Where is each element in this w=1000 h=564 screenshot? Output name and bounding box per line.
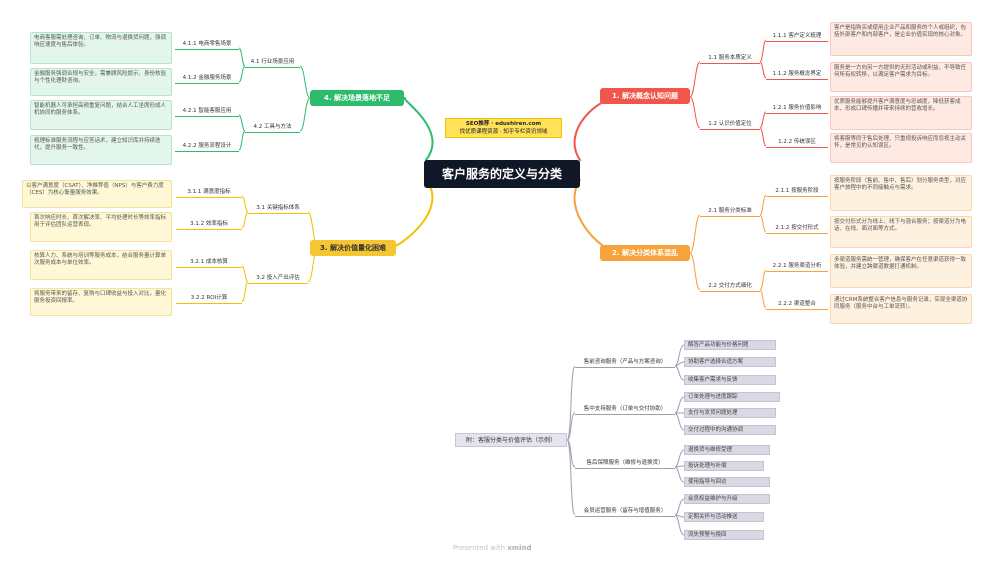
branch-1-2-1-note[interactable]: 优质服务能够提升客户满意度与忠诚度，降低获客成本，形成口碑传播并带来持续的营收增… [830, 96, 972, 130]
branch-1-1-1-note[interactable]: 客户是指购买或使用企业产品和服务的个人或组织，包括外部客户和内部客户，是企业价值… [830, 22, 972, 56]
branch-3-1-2-subtopic[interactable]: 3.1.2 效率指标 [176, 220, 242, 230]
branch-3-1-subtopic[interactable]: 3.1 关键指标体系 [248, 204, 308, 214]
branch-4-1-2-subtopic[interactable]: 4.1.2 金融服务场景 [175, 74, 239, 84]
promo-banner[interactable]: SEO推荐 · edushiren.com 找优质课程资源 · 知乎专栏资讯领域 [445, 118, 562, 138]
branch-4-2-1-subtopic[interactable]: 4.2.1 智能客服应用 [175, 107, 239, 117]
tree-category-3[interactable]: 售后保障服务（维修与退换货） [575, 459, 675, 469]
branch-1-1-1-subtopic[interactable]: 1.1.1 客户定义梳理 [766, 32, 828, 42]
branch-1-1-subtopic[interactable]: 1.1 服务本质定义 [700, 54, 760, 64]
branch-3-2-subtopic[interactable]: 3.2 投入产出评估 [248, 274, 308, 284]
tree-item[interactable]: 交付过程中的沟通协调 [684, 425, 776, 435]
banner-line-1: SEO推荐 · edushiren.com [465, 121, 542, 127]
branch-2-1-1-subtopic[interactable]: 2.1.1 按服务阶段 [766, 187, 828, 197]
branch-4-1-1-subtopic[interactable]: 4.1.1 电商零售场景 [175, 40, 239, 50]
tree-category-1[interactable]: 售前咨询服务（产品与方案咨询） [575, 358, 675, 368]
branch-2-1-2-subtopic[interactable]: 2.1.2 按交付形式 [766, 224, 828, 234]
branch-2-1-1-note[interactable]: 按服务阶段（售前、售中、售后）划分服务类型，对应客户旅程中的不同接触点与需求。 [830, 175, 972, 211]
branch-2-2-1-note[interactable]: 多渠道服务需统一管理，确保客户在任意渠道获得一致体验，并建立跨渠道数据打通机制。 [830, 254, 972, 288]
xmind-logo: xmind [507, 544, 532, 552]
branch-1-1-2-note[interactable]: 服务是一方向另一方提供的无形活动或利益，不导致任何所有权转移，以满足客户需求为目… [830, 62, 972, 92]
branch-1-topic[interactable]: 1. 解决概念认知问题 [600, 88, 690, 104]
branch-2-2-2-note[interactable]: 通过CRM系统整合客户信息与服务记录，实现全渠道协同服务（服务中台与工单流转）。 [830, 294, 972, 324]
branch-2-1-2-note[interactable]: 按交付形式分为线上、线下与混合服务；按渠道分为电话、在线、面对面等方式。 [830, 216, 972, 248]
branch-4-topic[interactable]: 4. 解决场景落地不足 [310, 90, 404, 106]
central-topic[interactable]: 客户服务的定义与分类 [424, 160, 580, 188]
tree-item[interactable]: 收集客户需求与反馈 [684, 375, 776, 385]
branch-4-2-1-note[interactable]: 智能机器人可承担高频重复问题，结合人工坐席形成人机协同的服务体系。 [30, 100, 172, 130]
tree-item[interactable]: 流失预警与挽回 [684, 530, 764, 540]
tree-item[interactable]: 投诉处理与补偿 [684, 461, 764, 471]
tree-item[interactable]: 订单处理与进度跟踪 [684, 392, 780, 402]
branch-3-1-2-note[interactable]: 首次响应时长、首次解决率、平均处理时长等效率指标用于评估团队运营表现。 [30, 212, 172, 242]
branch-2-2-subtopic[interactable]: 2.2 交付方式细化 [700, 282, 760, 292]
tree-item[interactable]: 解答产品功能与价格问题 [684, 340, 776, 350]
tree-item[interactable]: 协助客户选择合适方案 [684, 357, 776, 367]
tree-item[interactable]: 使用指导与回访 [684, 477, 770, 487]
branch-3-2-1-subtopic[interactable]: 3.2.1 成本核算 [176, 258, 242, 268]
branch-3-1-1-subtopic[interactable]: 3.1.1 满意度指标 [176, 188, 242, 198]
branch-3-1-1-note[interactable]: 以客户满意度（CSAT）、净推荐值（NPS）与客户费力度（CES）为核心衡量服务… [22, 180, 172, 208]
tree-item[interactable]: 退换货与维修受理 [684, 445, 770, 455]
tree-category-4[interactable]: 会员运营服务（留存与增值服务） [575, 507, 675, 517]
tree-item[interactable]: 会员权益维护与升级 [684, 494, 770, 504]
branch-4-2-2-note[interactable]: 梳理标准服务流程与应答话术，建立知识库并持续迭代，提升服务一致性。 [30, 135, 172, 165]
branch-1-2-2-subtopic[interactable]: 1.2.2 传统误区 [766, 138, 828, 148]
branch-3-2-2-subtopic[interactable]: 3.2.2 ROI计算 [176, 294, 242, 304]
branch-1-2-1-subtopic[interactable]: 1.2.1 服务价值影响 [766, 104, 828, 114]
branch-4-1-2-note[interactable]: 金融服务强调合规与安全，需兼顾风险提示、身份核验与个性化理财咨询。 [30, 68, 172, 96]
branch-2-2-2-subtopic[interactable]: 2.2.2 渠道整合 [766, 300, 828, 310]
tree-item[interactable]: 定期关怀与活动推送 [684, 512, 764, 522]
banner-line-2: 找优质课程资源 · 知乎专栏资讯领域 [459, 129, 548, 135]
tree-category-2[interactable]: 售中支持服务（订单与交付协助） [575, 405, 675, 415]
branch-3-2-1-note[interactable]: 核算人力、系统与培训等服务成本，结合服务量计算单次服务成本与单位效率。 [30, 250, 172, 280]
tree-item[interactable]: 支付与发货问题处理 [684, 408, 776, 418]
branch-4-2-subtopic[interactable]: 4.2 工具与方法 [245, 123, 300, 133]
branch-4-2-2-subtopic[interactable]: 4.2.2 服务流程设计 [175, 142, 239, 152]
branch-1-2-subtopic[interactable]: 1.2 认识价值定位 [700, 120, 760, 130]
presented-with-watermark: Presented with xmind [453, 544, 532, 552]
branch-3-2-2-note[interactable]: 将服务带来的留存、复购与口碑收益与投入对比，量化服务投资回报率。 [30, 288, 172, 316]
branch-4-1-subtopic[interactable]: 4.1 行业场景应用 [245, 58, 300, 68]
footer-prefix: Presented with [453, 544, 506, 552]
branch-2-topic[interactable]: 2. 解决分类体系混乱 [600, 245, 690, 261]
branch-2-2-1-subtopic[interactable]: 2.2.1 服务渠道分析 [766, 262, 828, 272]
tree-root-topic[interactable]: 附：客服分类与价值评估（示例） [455, 433, 567, 447]
branch-1-2-2-note[interactable]: 将客服等同于售后处理、只重视投诉响应而忽视主动关怀，是常见的认知误区。 [830, 133, 972, 163]
branch-1-1-2-subtopic[interactable]: 1.1.2 服务概念界定 [766, 70, 828, 80]
branch-2-1-subtopic[interactable]: 2.1 服务分类标准 [700, 207, 760, 217]
branch-3-topic[interactable]: 3. 解决价值量化困难 [310, 240, 396, 256]
branch-4-1-1-note[interactable]: 电商客服需处理咨询、订单、物流与退换货问题，强调响应速度与售后体验。 [30, 32, 172, 64]
